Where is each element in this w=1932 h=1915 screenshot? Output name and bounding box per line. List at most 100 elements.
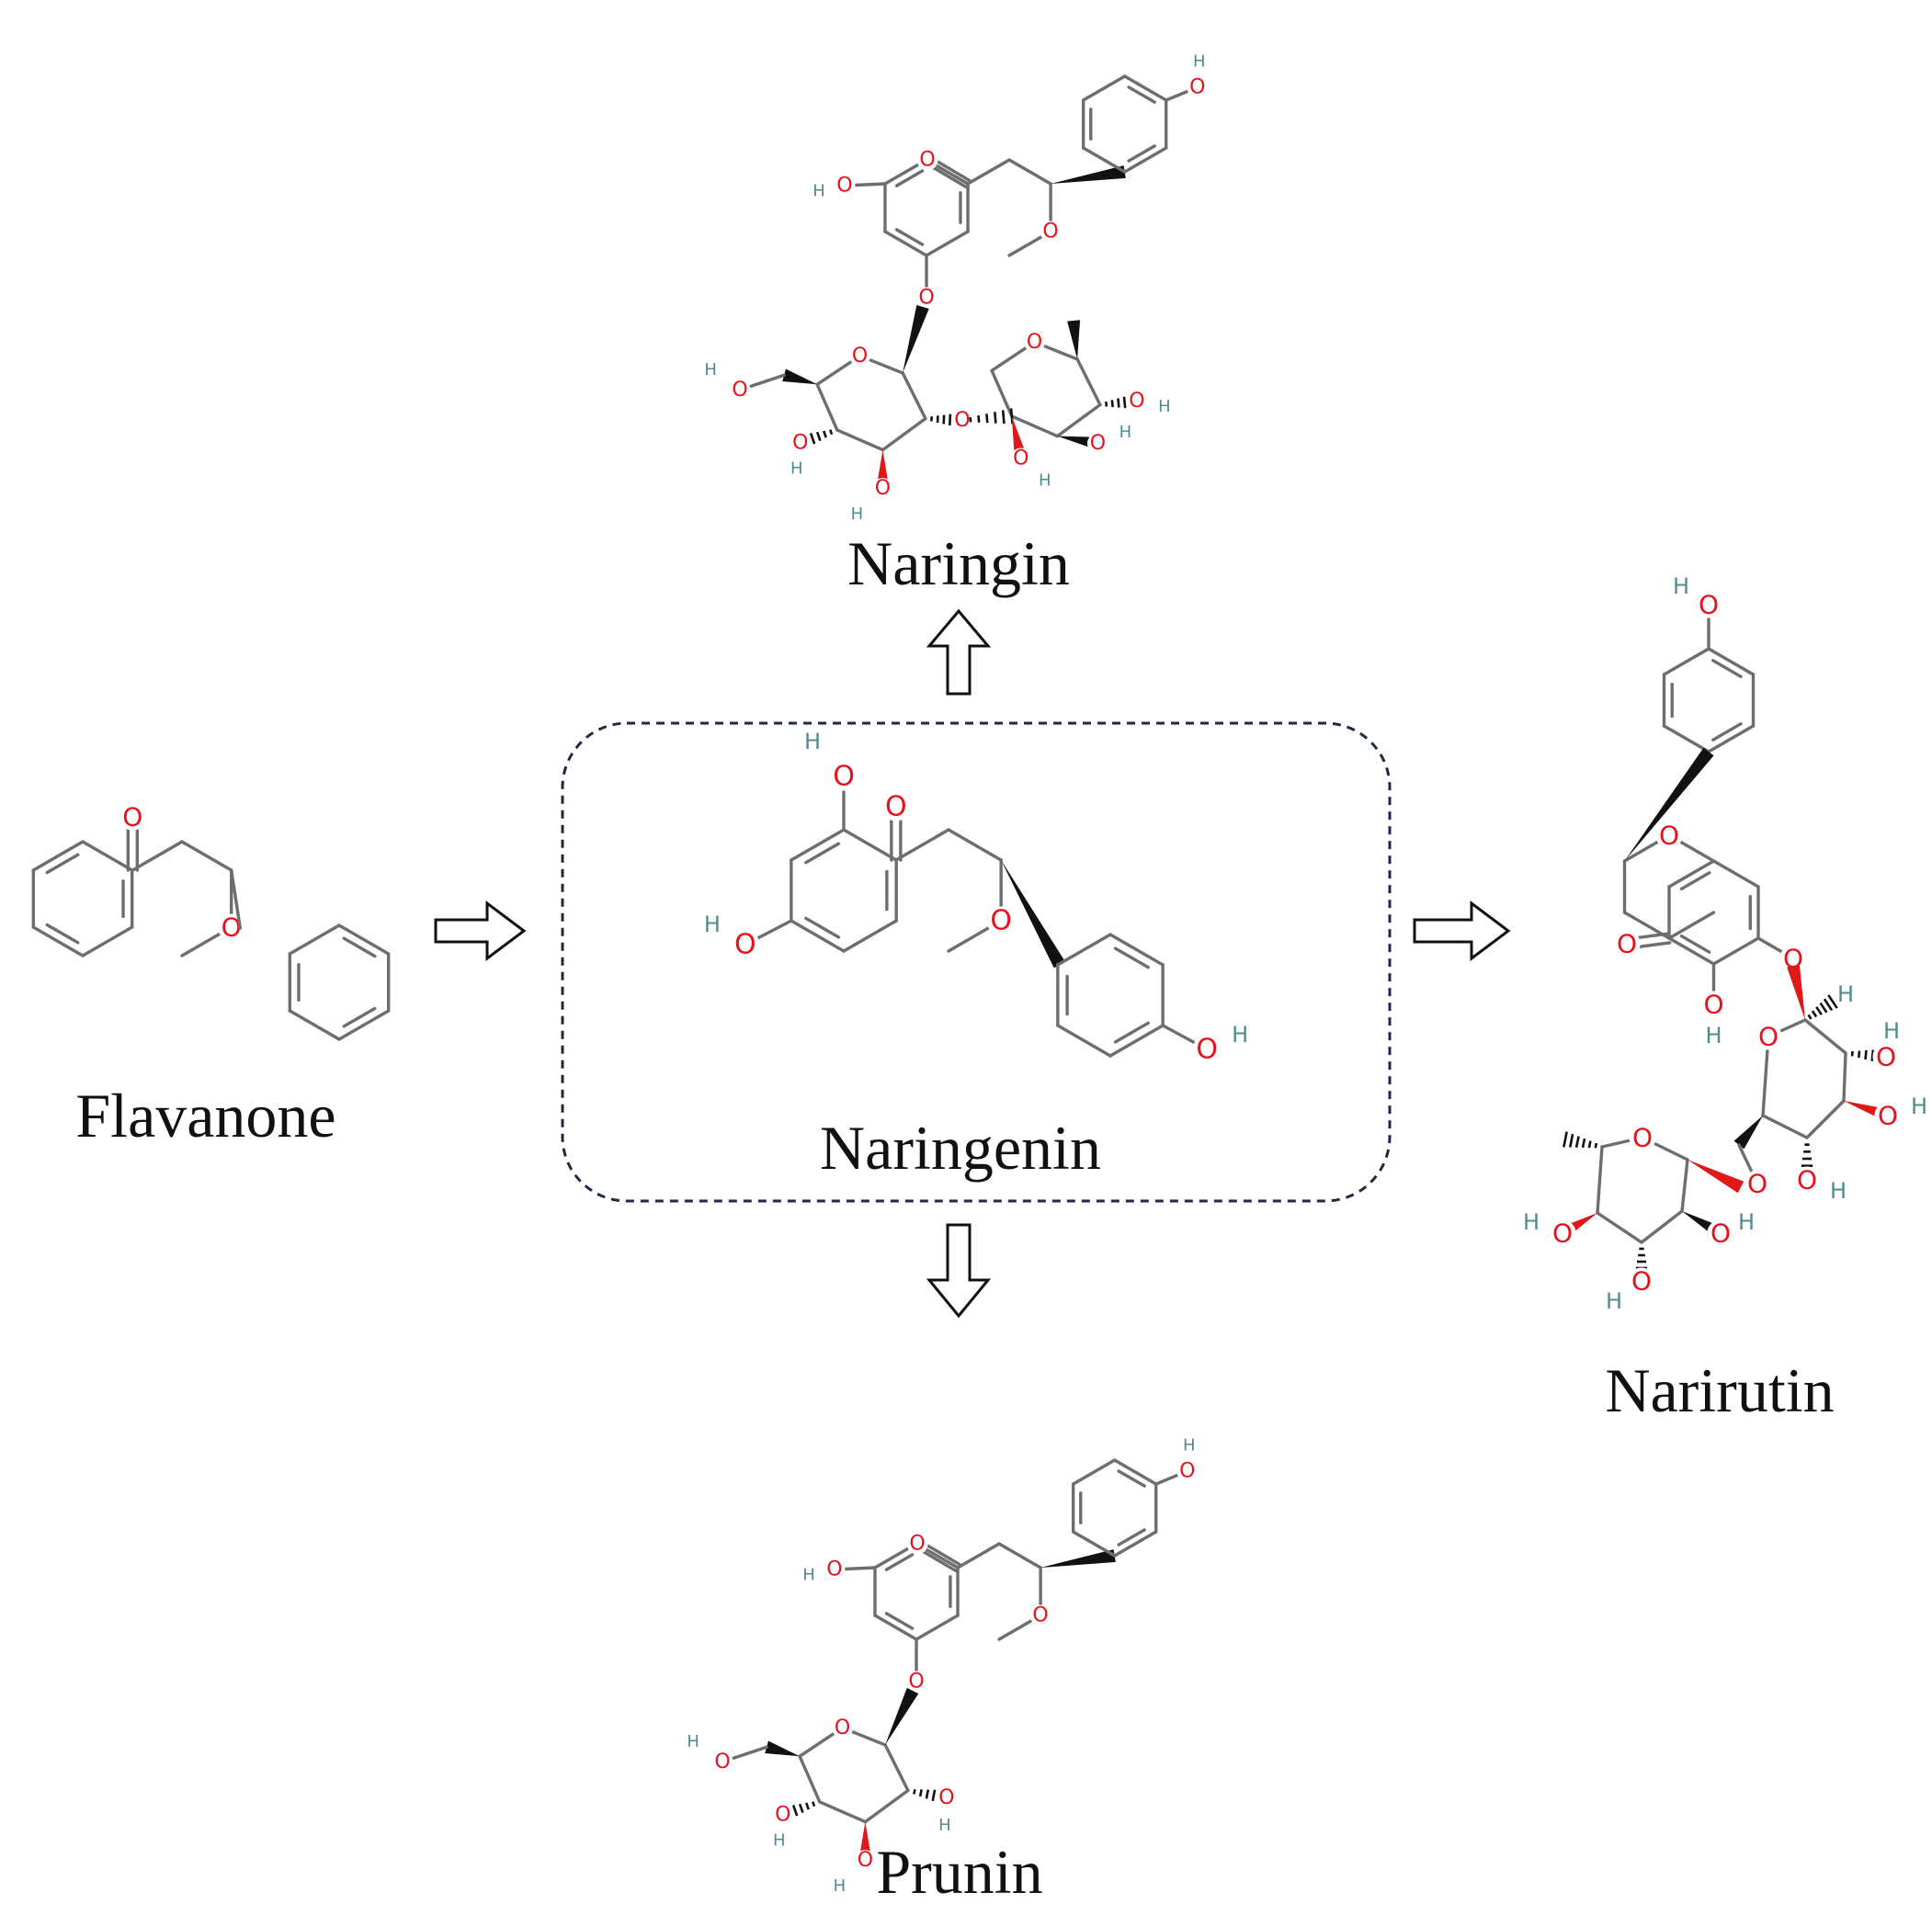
bond-line [804,842,841,865]
hydrogen-atom: H [687,1732,699,1751]
atom-mask [1602,1289,1626,1313]
oxygen-atom: O [122,802,142,833]
bond-line [1071,1530,1117,1558]
atom-mask [831,1877,848,1895]
bond-line [894,169,925,187]
atom-mask [1880,1019,1904,1043]
bond-line [997,1542,1042,1569]
bond-line [342,1006,377,1028]
bond-line [884,1553,915,1571]
wedge-bond [903,304,929,373]
oxygen-atom: O [836,175,852,198]
atom-mask [1180,1436,1199,1455]
bond-line [1596,1145,1604,1215]
atom-mask [700,912,724,936]
hydrogen-atom: H [1193,52,1206,72]
hash-bond [1574,1136,1580,1148]
atom-mask [119,803,146,831]
hash-bond [1815,1006,1823,1015]
atom-mask [824,1558,846,1581]
atom-mask [1613,930,1641,958]
wedge-bond [1787,964,1805,1020]
oxygen-atom: O [1189,76,1205,99]
atom-mask [1702,1024,1725,1048]
wedge-bond [782,368,818,385]
bond-line [342,936,377,958]
flavanone-structure: OO [31,802,391,1041]
atom-mask [1826,1179,1850,1203]
atom-mask [871,478,893,500]
bond-line [1711,722,1743,742]
atom-mask [801,730,824,754]
atom-mask [711,1751,733,1773]
atom-mask [832,1717,854,1739]
bond-line [1707,724,1756,754]
bond-line [1842,1051,1847,1103]
prunin-label: Prunin [876,1837,1042,1907]
atom-mask [1190,52,1209,71]
bond-line [1081,146,1127,174]
hash-bond [977,415,981,423]
oxygen-atom: O [1631,1266,1652,1297]
hydrogen-atom: H [834,1876,847,1896]
hash-bond [829,429,834,436]
bond-line [1112,1530,1158,1558]
atom-mask [1519,1210,1543,1234]
hydrogen-atom: H [790,459,803,478]
wedge-bond [1624,747,1714,861]
atom-mask [701,360,720,379]
hash-bond [1807,1014,1813,1020]
hash-bond [1870,1049,1875,1061]
hydrogen-atom: H [1738,1209,1755,1235]
bond-line [1127,144,1156,163]
arrow-right-naringenin-to-narirutin [1413,901,1511,961]
hydrogen-atom: H [813,182,825,201]
atom-mask [1029,1604,1051,1626]
atom-mask [951,410,973,431]
bond-line [881,416,927,452]
hash-bond [798,1803,804,1814]
oxygen-atom: O [1632,1123,1653,1153]
hydrogen-atom: H [1883,1018,1900,1044]
oxygen-atom: O [938,1786,954,1809]
bond-line [966,158,1011,186]
narirutin-label: Narirutin [1605,1355,1834,1425]
bond-line [31,925,85,958]
hash-bond [1001,410,1006,425]
bond-line [31,840,85,872]
bond-line [1596,1211,1643,1244]
oxygen-atom: O [1179,1460,1195,1483]
atom-mask [1779,945,1807,972]
bond-line [81,840,134,872]
naringenin-label: Naringenin [820,1113,1101,1183]
hash-bond [1122,396,1127,409]
oxygen-atom: O [1552,1218,1573,1249]
bond-line [1122,146,1168,174]
bond-line [1117,1469,1146,1488]
hydrogen-atom: H [804,729,821,754]
oxygen-atom: O [1027,331,1042,354]
oxygen-atom: O [1710,1218,1731,1249]
bond-line [1679,871,1711,890]
naringenin-frame [561,721,1392,1203]
bond-line [894,228,925,246]
oxygen-atom: O [1659,821,1679,851]
bond-line [1711,659,1743,678]
atom-mask [729,379,751,401]
bond-line [1071,1458,1117,1486]
bond-line [956,1542,1001,1569]
atom-mask [1040,221,1062,243]
bond-line [990,368,1014,418]
hydrogen-atom: H [851,504,864,524]
bond-line [1662,647,1710,676]
wedge-bond [1067,320,1081,359]
atom-mask [1872,1043,1900,1071]
bond-line [815,382,839,432]
atom-mask [829,762,858,791]
atom-mask [916,149,938,171]
hash-bond [815,431,822,442]
atom-mask [905,1671,927,1693]
hash-bond [1594,1142,1598,1149]
